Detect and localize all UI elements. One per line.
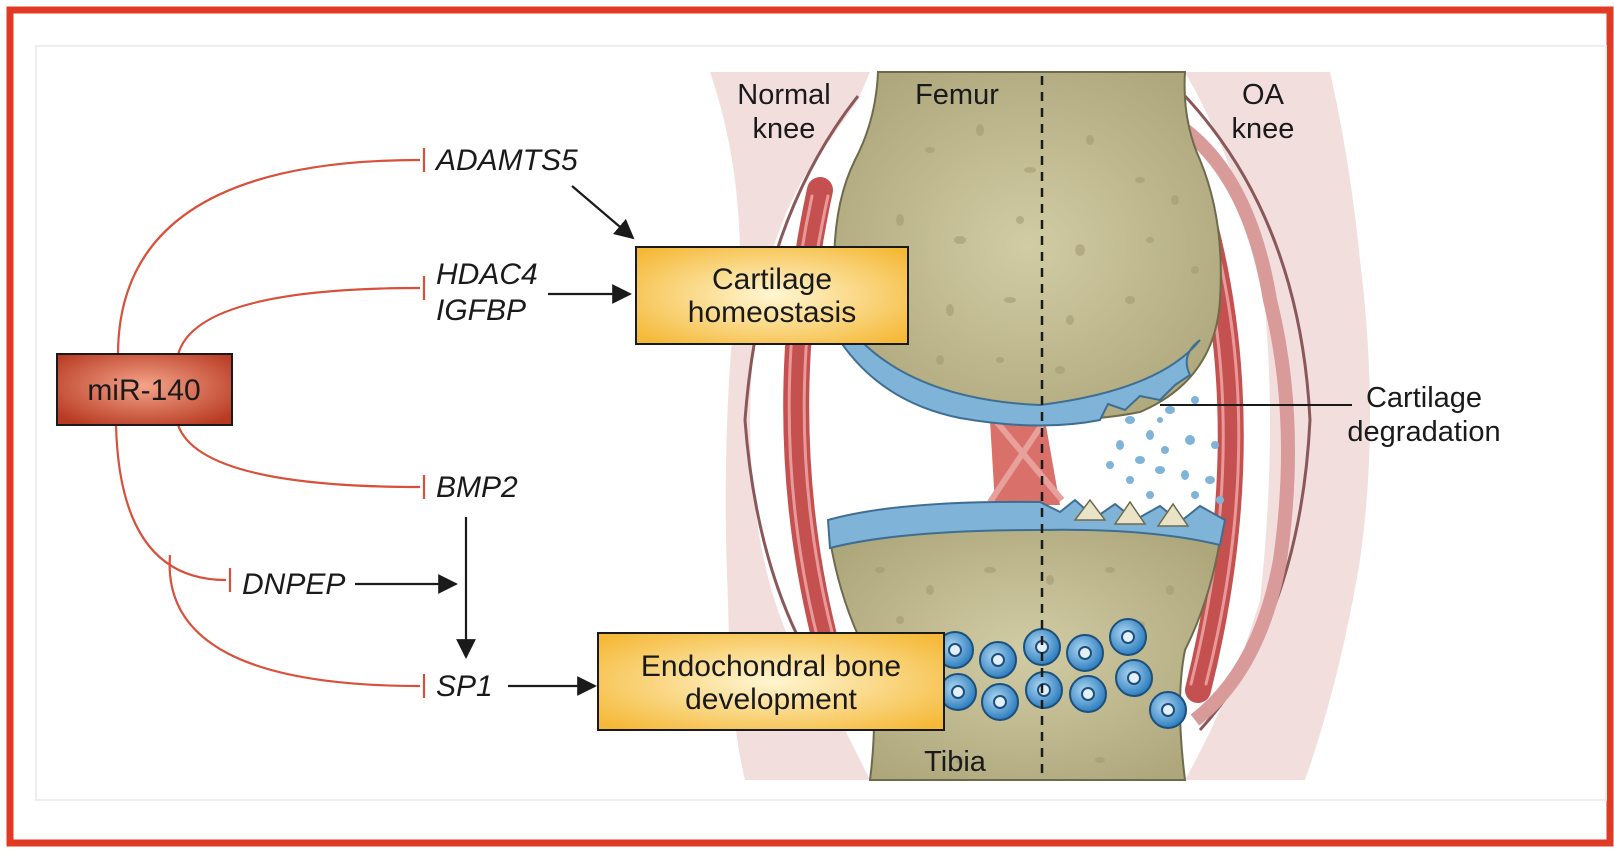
femur-label: Femur: [915, 79, 999, 111]
tibia-label: Tibia: [924, 746, 987, 778]
normal-knee-label-line2: knee: [753, 113, 816, 145]
mir140-label: miR-140: [87, 374, 200, 407]
cartilage-homeostasis-box: Cartilage homeostasis: [636, 247, 908, 344]
gene-adamts5: ADAMTS5: [434, 144, 578, 177]
bone-development-box: Endochondral bone development: [598, 633, 944, 730]
oa-knee-label-line1: OA: [1242, 79, 1285, 111]
gene-igfbp: IGFBP: [436, 294, 526, 327]
gene-sp1: SP1: [436, 670, 493, 703]
cartilage-homeostasis-line2: homeostasis: [688, 296, 856, 329]
gene-dnpep: DNPEP: [242, 568, 345, 601]
gene-bmp2: BMP2: [436, 471, 518, 504]
gene-hdac4: HDAC4: [436, 258, 538, 291]
cartilage-homeostasis-line1: Cartilage: [712, 263, 832, 296]
bone-development-line1: Endochondral bone: [641, 650, 901, 683]
normal-knee-label-line1: Normal: [737, 79, 830, 111]
mir140-node: miR-140: [57, 354, 232, 425]
cartilage-degradation-label-line2: degradation: [1347, 416, 1500, 448]
oa-knee-label-line2: knee: [1232, 113, 1295, 145]
cartilage-degradation-label-line1: Cartilage: [1366, 382, 1482, 414]
bone-development-line2: development: [685, 683, 857, 716]
